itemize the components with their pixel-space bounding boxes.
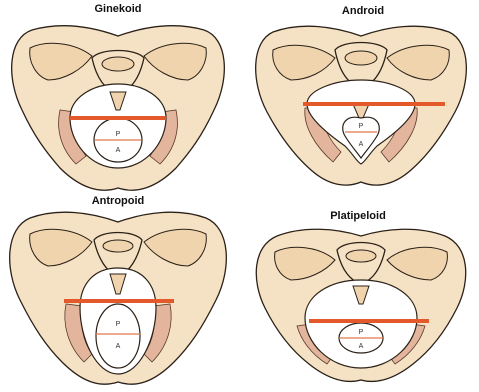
- pelvis-platipeloid: P A: [245, 222, 479, 392]
- label-a: A: [359, 343, 364, 350]
- label-p: P: [116, 321, 121, 328]
- label-p: P: [359, 123, 364, 130]
- pelvis-ginekoid: P A: [0, 18, 240, 198]
- title-platipeloid: Platipeloid: [330, 210, 386, 222]
- pelvis-android: P A: [245, 20, 479, 190]
- label-a: A: [116, 147, 121, 154]
- pelvis-antropoid: P A: [0, 208, 240, 392]
- label-p: P: [116, 131, 121, 138]
- label-a: A: [116, 343, 121, 350]
- label-a: A: [359, 141, 364, 148]
- title-android: Android: [342, 5, 384, 17]
- title-ginekoid: Ginekoid: [94, 3, 141, 15]
- label-p: P: [359, 329, 364, 336]
